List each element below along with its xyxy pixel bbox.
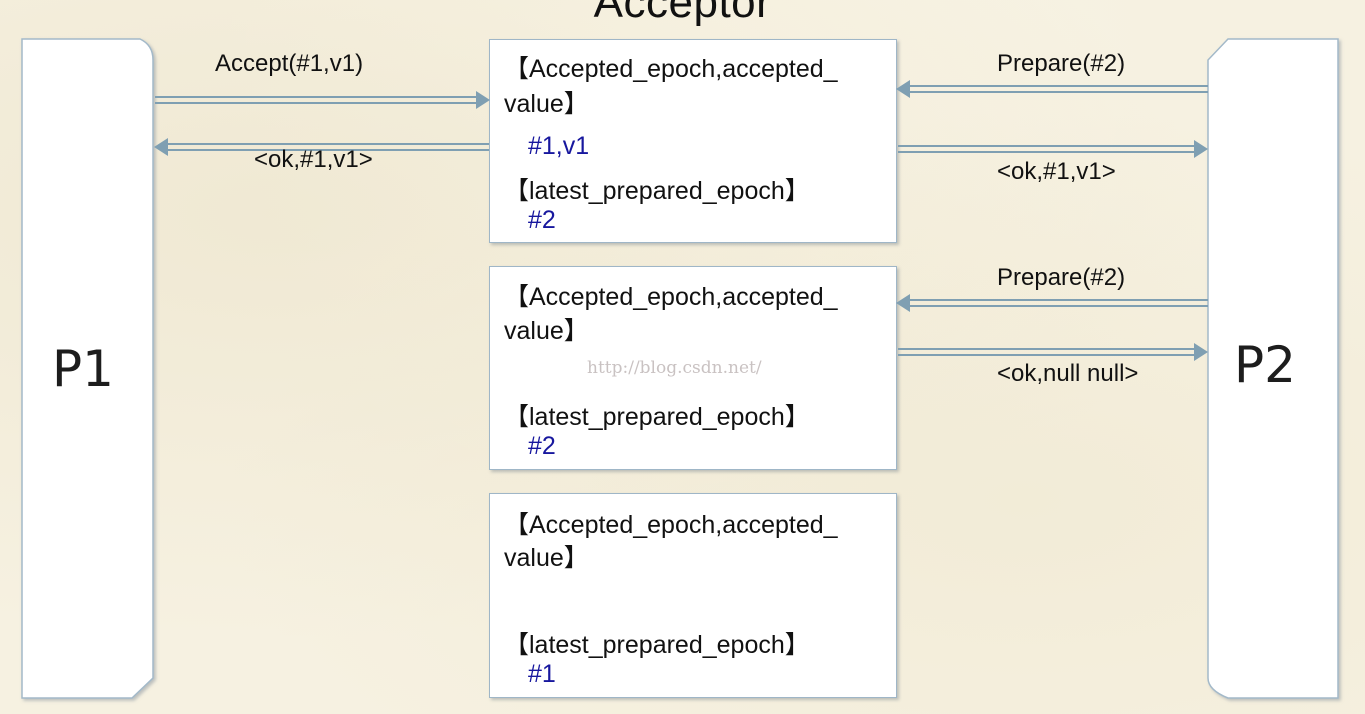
p1-ok-arrow	[166, 143, 489, 151]
accept-arrowhead	[476, 91, 490, 109]
p2-ok-message-2: <ok,null null>	[997, 360, 1139, 387]
accepted-label-line1: 【Accepted_epoch,accepted_	[504, 511, 838, 539]
prepare-arrow-1	[908, 85, 1208, 93]
p2-ok-message-1: <ok,#1,v1>	[997, 158, 1116, 185]
acceptor-state-box-1: 【Accepted_epoch,accepted_ value】 #1,v1 【…	[489, 39, 897, 243]
watermark: http://blog.csdn.net/	[587, 358, 762, 378]
prepared-value: #2	[528, 206, 556, 234]
prepare-arrow-2	[908, 299, 1208, 307]
prepared-value: #1	[528, 660, 556, 688]
prepare-message-2: Prepare(#2)	[997, 264, 1126, 291]
prepare-message-1: Prepare(#2)	[997, 50, 1126, 77]
acceptor-state-box-2: 【Accepted_epoch,accepted_ value】 【latest…	[489, 266, 897, 470]
accepted-label-line2: value】	[504, 317, 589, 345]
accepted-label-line1: 【Accepted_epoch,accepted_	[504, 55, 838, 83]
accept-message: Accept(#1,v1)	[215, 50, 364, 77]
accepted-label-line2: value】	[504, 544, 589, 572]
p1-ok-arrowhead	[154, 138, 168, 156]
prepare-arrowhead-1	[896, 80, 910, 98]
acceptor-state-box-3: 【Accepted_epoch,accepted_ value】 【latest…	[489, 493, 897, 698]
accepted-label-line2: value】	[504, 90, 589, 118]
prepared-label: 【latest_prepared_epoch】	[504, 177, 810, 205]
accepted-label-line1: 【Accepted_epoch,accepted_	[504, 283, 838, 311]
p1-label: P1	[52, 340, 114, 398]
p1-column	[21, 38, 154, 699]
p2-ok-arrow-1	[898, 145, 1198, 153]
p2-ok-arrowhead-2	[1194, 343, 1208, 361]
prepared-label: 【latest_prepared_epoch】	[504, 631, 810, 659]
prepared-value: #2	[528, 432, 556, 460]
p1-ok-message: <ok,#1,v1>	[254, 146, 373, 173]
p2-ok-arrowhead-1	[1194, 140, 1208, 158]
diagram-title: Acceptor	[593, 0, 772, 27]
prepare-arrowhead-2	[896, 294, 910, 312]
p2-ok-arrow-2	[898, 348, 1198, 356]
p2-label: P2	[1234, 336, 1296, 394]
accepted-value: #1,v1	[528, 132, 590, 160]
p2-column	[1207, 38, 1339, 699]
prepared-label: 【latest_prepared_epoch】	[504, 403, 810, 431]
accept-arrow	[155, 96, 480, 104]
